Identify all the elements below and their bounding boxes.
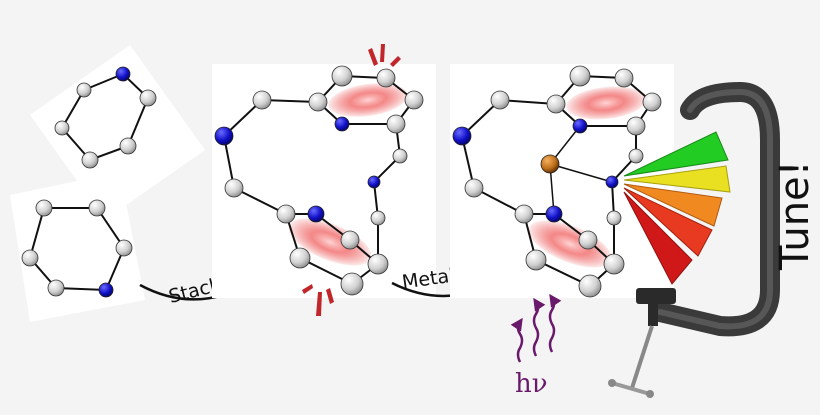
nitrogen-atom	[452, 126, 472, 146]
stacked-dimer	[212, 64, 436, 298]
nitrogen-atom	[367, 175, 381, 189]
hv-label: hν	[515, 369, 548, 399]
nitrogen-atom	[605, 175, 619, 189]
tune-label: Tune!	[772, 160, 818, 271]
c-clamp-icon	[608, 81, 780, 398]
nitrogen-atom	[334, 116, 350, 132]
nitrogen-atom	[115, 66, 131, 82]
nitrogen-atom	[307, 205, 325, 223]
nitrogen-atom	[214, 126, 234, 146]
rainbow-fan-icon	[623, 131, 731, 285]
vibration-marks	[302, 44, 401, 316]
metal-atom	[540, 154, 560, 174]
monomer-ring-top	[30, 45, 205, 220]
nitrogen-atom	[98, 282, 114, 298]
nitrogen-atom	[572, 118, 588, 134]
wavy-arrow-icon	[510, 293, 562, 363]
nitrogen-atom	[545, 205, 563, 223]
monomer-ring-bottom	[10, 172, 145, 322]
